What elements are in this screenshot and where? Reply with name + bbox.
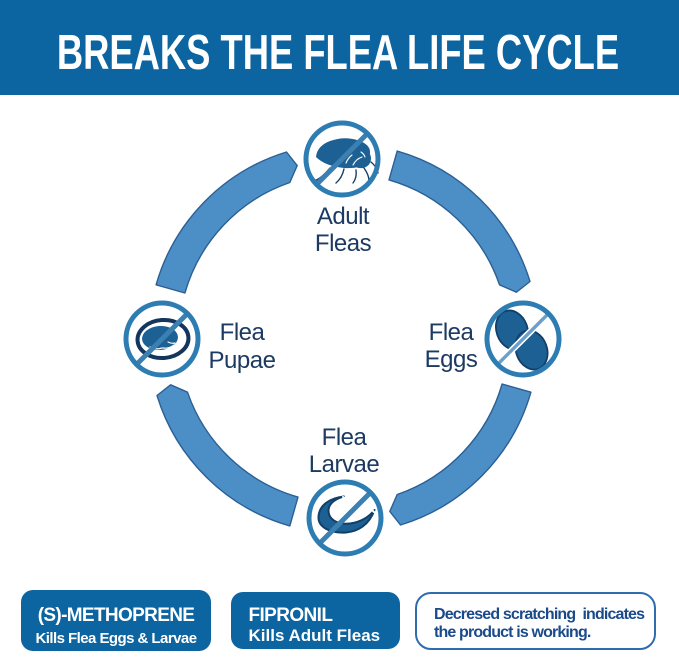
svg-text:Flea: Flea (220, 319, 266, 346)
svg-text:Pupae: Pupae (209, 347, 276, 374)
svg-text:Eggs: Eggs (425, 346, 478, 373)
svg-text:Larvae: Larvae (309, 451, 380, 478)
svg-text:Flea: Flea (429, 319, 475, 346)
svg-text:Flea: Flea (322, 424, 368, 451)
svg-text:Fleas: Fleas (315, 230, 372, 257)
svg-text:Adult: Adult (317, 203, 370, 230)
